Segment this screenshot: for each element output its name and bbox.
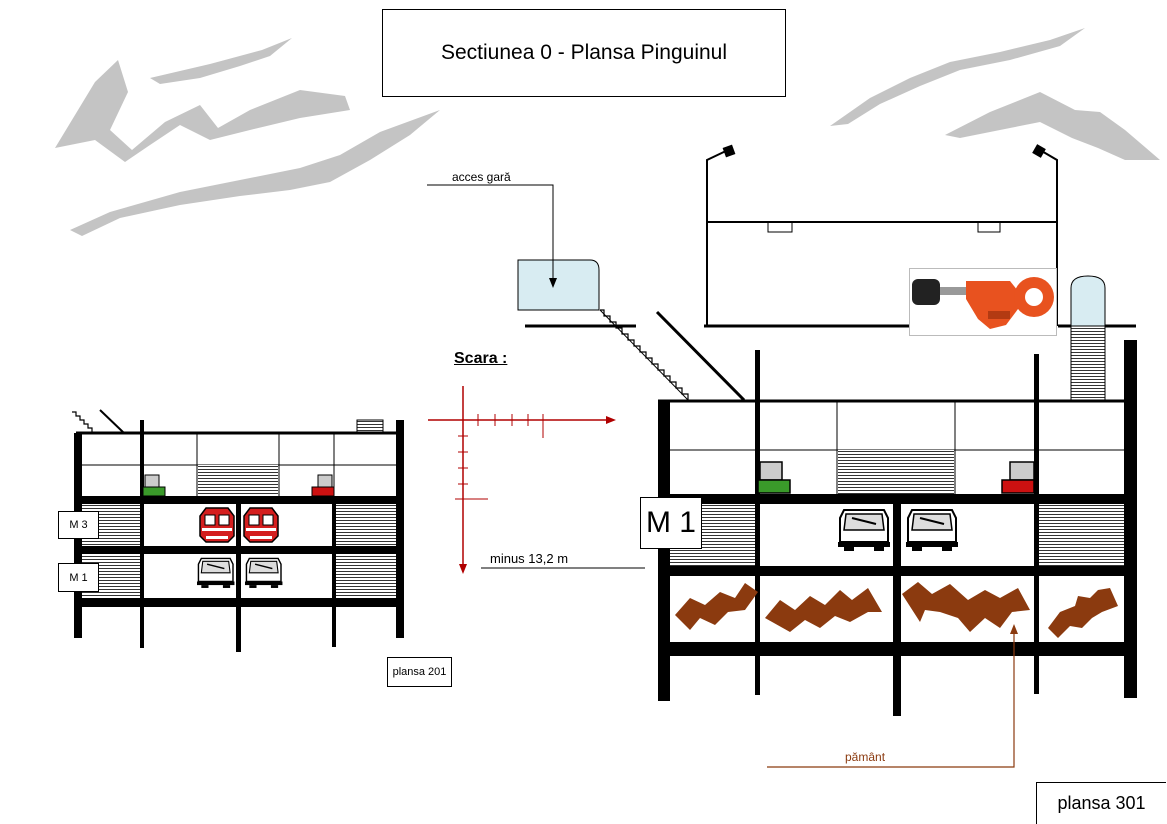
line-m3-small-text: M 3: [69, 519, 88, 531]
street-lamp-icon: [1032, 144, 1058, 326]
line-m1-badge: M 1: [640, 497, 702, 549]
train-front-icon: [196, 557, 236, 589]
title-text: Sectiunea 0 - Plansa Pinguinul: [440, 41, 728, 64]
small-section: [72, 409, 404, 652]
big-section: [517, 144, 1137, 716]
train-front-icon: [244, 557, 284, 589]
earth-fill: [675, 582, 1118, 638]
plansa-301-text: plansa 301: [1057, 793, 1146, 813]
page-title: Sectiunea 0 - Plansa Pinguinul: [382, 9, 786, 97]
annotation-leaders: [427, 184, 1018, 768]
cloud-scribble: [55, 28, 1160, 236]
plansa-301-link[interactable]: plansa 301: [1036, 782, 1166, 824]
line-m1-small-badge: M 1: [58, 563, 99, 592]
scale-label: Scara :: [454, 350, 508, 367]
scale-axes: [428, 386, 616, 574]
plansa-201-text: plansa 201: [392, 666, 447, 678]
train-front-icon: [837, 509, 891, 552]
acces-label: acces gară: [452, 170, 511, 184]
plansa-201-link[interactable]: plansa 201: [387, 657, 452, 687]
train-front-icon: [905, 509, 959, 552]
depth-label: minus 13,2 m: [490, 551, 569, 566]
line-m3-small-badge: M 3: [58, 511, 99, 539]
tube-cutter-image: [909, 268, 1057, 336]
street-lamp-icon: [706, 144, 736, 326]
train-front-icon: [243, 507, 279, 543]
earth-label: pământ: [845, 750, 886, 764]
stair-icon: [72, 411, 93, 432]
stair-icon: [599, 309, 689, 401]
train-front-icon: [199, 507, 235, 543]
line-m1-text: M 1: [645, 506, 696, 539]
line-m1-small-text: M 1: [69, 571, 88, 584]
